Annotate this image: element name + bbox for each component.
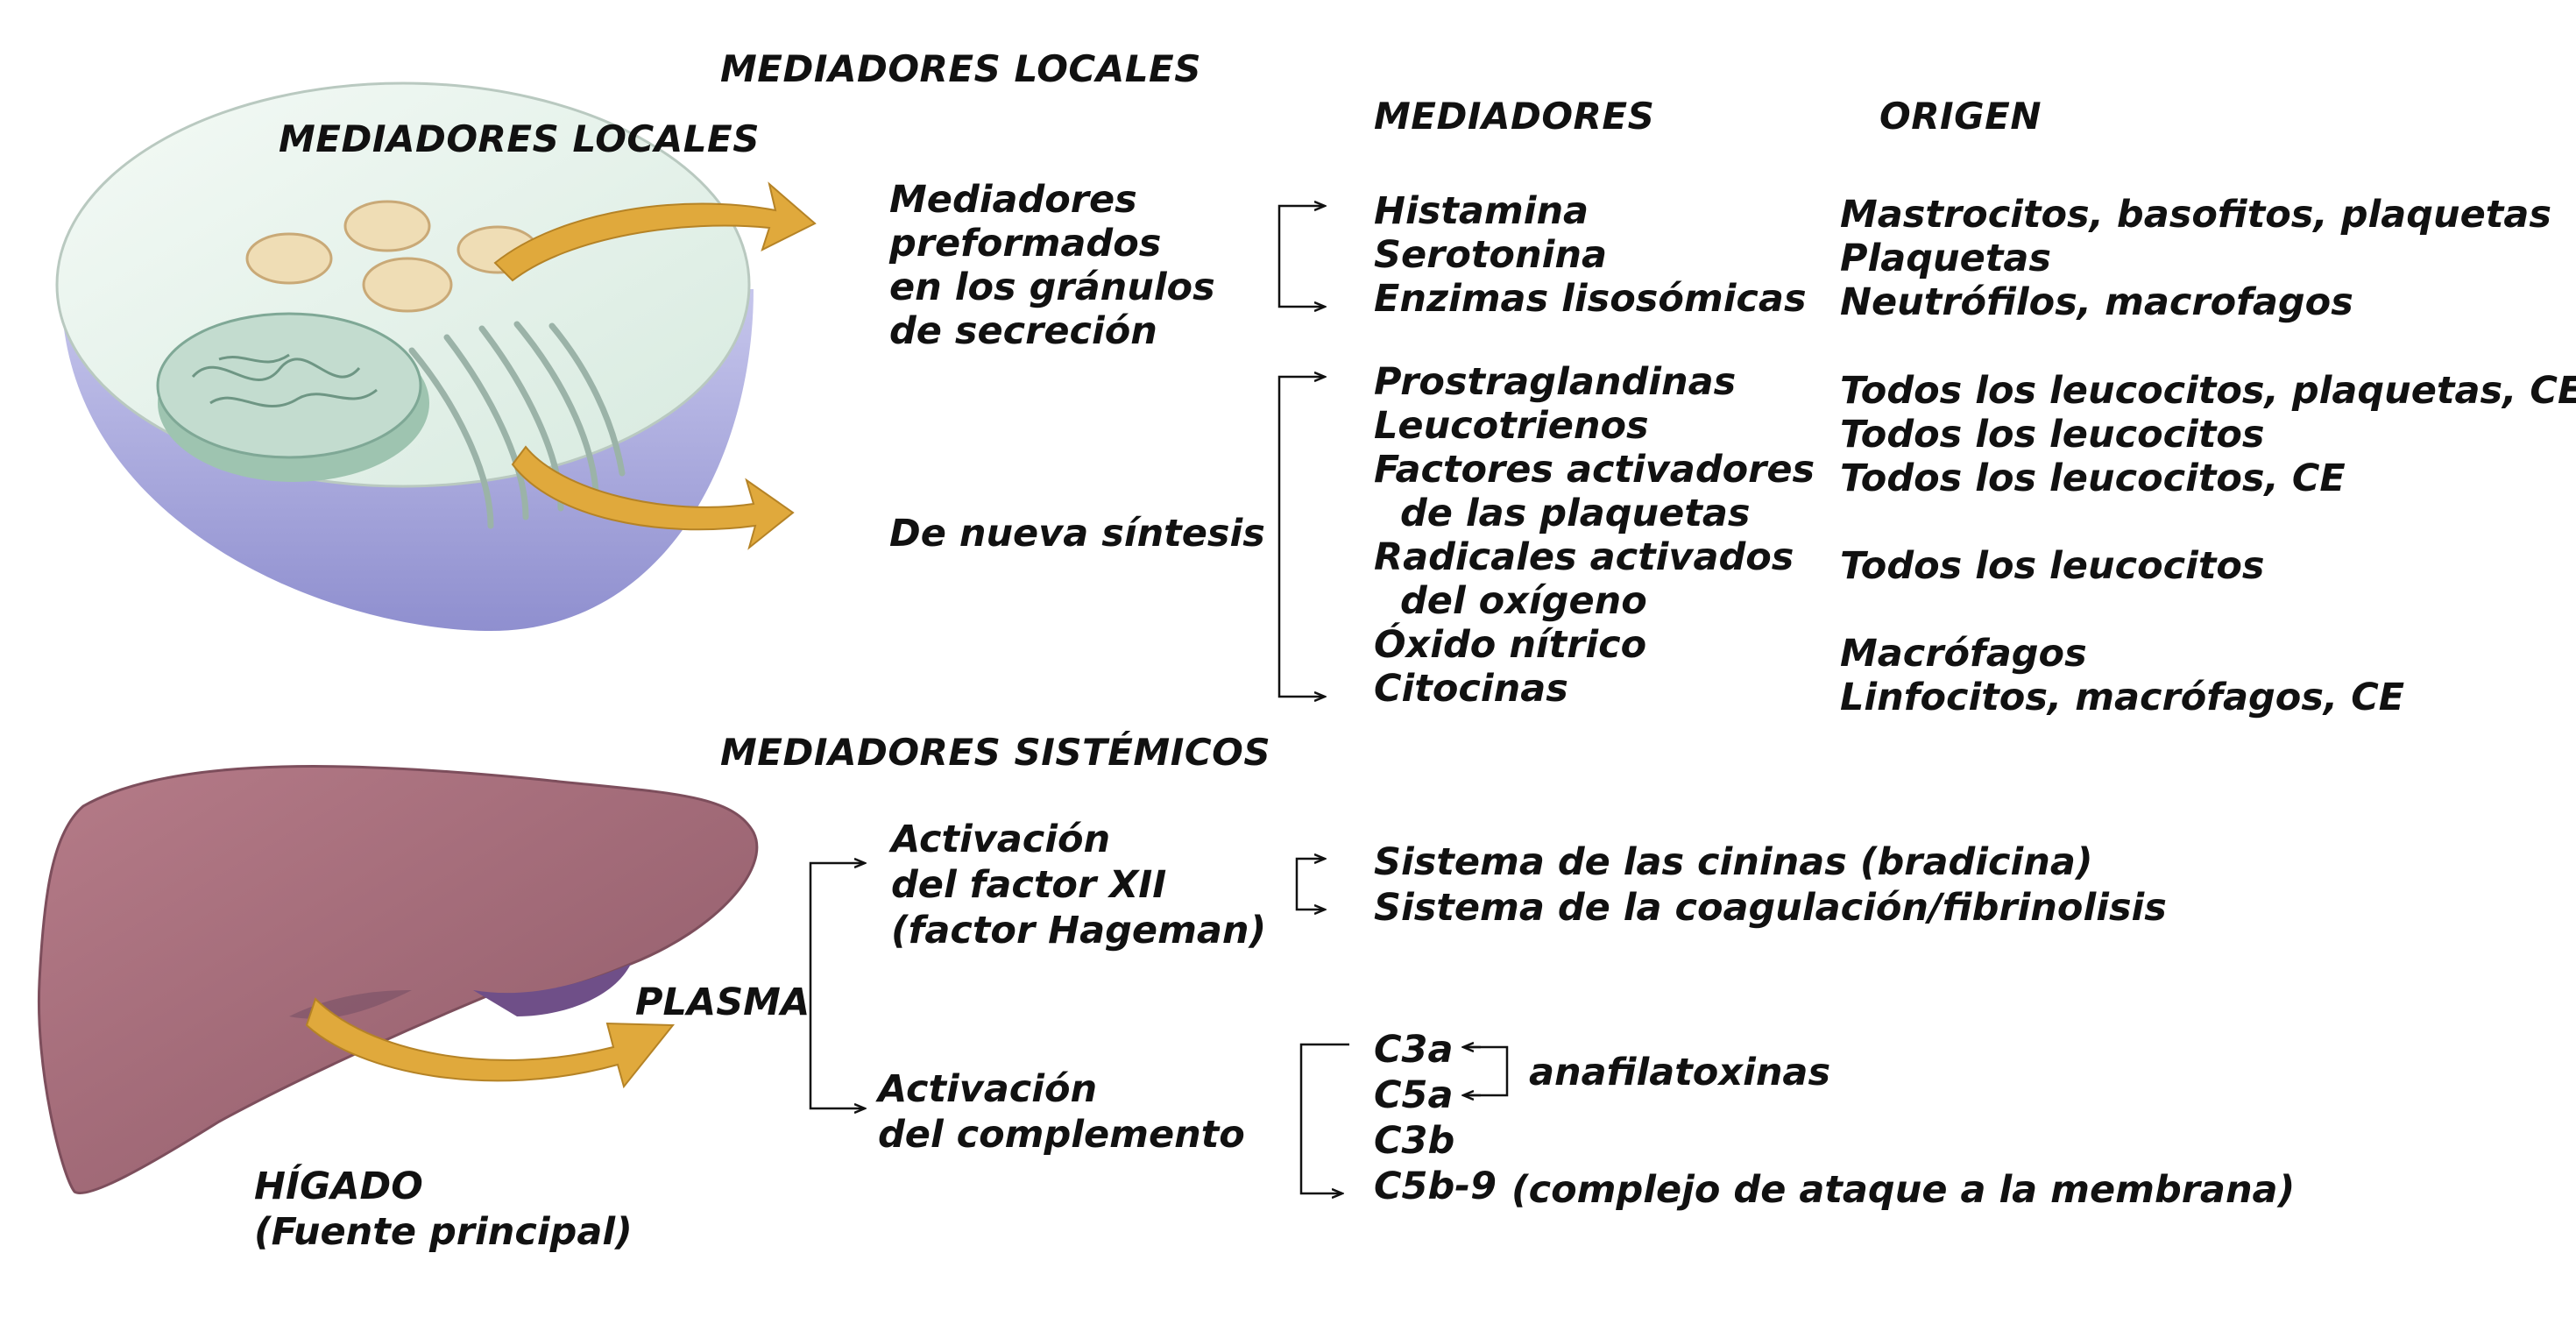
origin-item: Neutrófilos, macrofagos: [1840, 280, 2353, 324]
mediator-item: Óxido nítrico: [1374, 623, 1647, 667]
bracket-factor-xii: [1295, 857, 1323, 911]
mediator-item: Histamina: [1374, 189, 1589, 233]
complement-line: Activación: [878, 1067, 1098, 1111]
plasma-label: PLASMA: [635, 981, 810, 1024]
factor-xii-line: Activación: [891, 818, 1111, 861]
systemic-heading: MEDIADORES SISTÉMICOS: [720, 731, 1271, 774]
mediator-item: Citocinas: [1374, 667, 1568, 711]
liver-illustration: [37, 765, 759, 1194]
kinin-system: Sistema de las cininas (bradicina): [1374, 840, 2093, 884]
nucleus-icon: [156, 312, 429, 482]
origin-item: Todos los leucocitos: [1840, 544, 2265, 588]
coagulation-system: Sistema de la coagulación/fibrinolisis: [1374, 886, 2167, 930]
mediator-item: Leucotrienos: [1374, 404, 1649, 448]
cell-illustration: [55, 81, 817, 631]
bracket-plasma: [809, 861, 863, 1110]
complement-item: C5a: [1374, 1073, 1454, 1117]
preformed-label-line: preformados: [889, 222, 1162, 266]
mediator-item: de las plaquetas: [1400, 492, 1751, 535]
top-title: MEDIADORES LOCALES: [720, 47, 1201, 90]
origin-item: Mastrocitos, basofitos, plaquetas: [1840, 193, 2551, 237]
arrow-liver-to-plasma: [305, 997, 676, 1089]
cell-label: MEDIADORES LOCALES: [279, 117, 760, 160]
arrow-granules-to-preformed: [493, 181, 817, 282]
complement-item: C3b: [1374, 1119, 1455, 1163]
connector-lines: [809, 204, 1509, 1195]
preformed-label-line: de secreción: [889, 309, 1157, 353]
origin-item: Todos los leucocitos, plaquetas, CE: [1840, 369, 2576, 413]
mediator-item: del oxígeno: [1400, 579, 1647, 623]
column-header-origen: ORIGEN: [1879, 95, 2042, 138]
complement-item: C5b-9: [1374, 1165, 1497, 1208]
bracket-complement: [1299, 1043, 1349, 1195]
origin-item: Todos los leucocitos: [1840, 413, 2265, 457]
preformed-label-line: Mediadores: [889, 178, 1137, 222]
new-synthesis-label: De nueva síntesis: [889, 512, 1265, 556]
golgi-icon: [408, 321, 626, 529]
origin-item: Linfocitos, macrófagos, CE: [1840, 676, 2405, 719]
column-header-mediadores: MEDIADORES: [1374, 95, 1655, 138]
origin-item: Plaquetas: [1840, 237, 2051, 280]
mediator-item: Serotonina: [1374, 233, 1607, 277]
secretory-granules-icon: [245, 200, 539, 313]
anaphylatoxins-label: anafilatoxinas: [1529, 1051, 1831, 1094]
preformed-label-line: en los gránulos: [889, 266, 1215, 309]
complement-item: C3a: [1374, 1028, 1454, 1072]
liver-label-line: HÍGADO: [254, 1165, 423, 1208]
bracket-anaphylatoxins: [1465, 1045, 1509, 1097]
mediator-item: Factores activadores: [1374, 448, 1815, 492]
mediator-item: Radicales activados: [1374, 535, 1794, 579]
origin-item: Todos los leucocitos, CE: [1840, 457, 2346, 500]
mac-label: (complejo de ataque a la membrana): [1511, 1168, 2296, 1212]
arrow-golgi-to-new-synthesis: [511, 445, 795, 550]
bracket-new-synthesis: [1277, 375, 1323, 698]
bracket-preformed: [1277, 204, 1323, 308]
factor-xii-line: (factor Hageman): [891, 909, 1267, 952]
complement-line: del complemento: [878, 1113, 1245, 1157]
factor-xii-line: del factor XII: [891, 863, 1167, 907]
mediator-item: Prostraglandinas: [1374, 360, 1737, 404]
mediator-item: Enzimas lisosómicas: [1374, 277, 1807, 321]
liver-label-line: (Fuente principal): [254, 1210, 633, 1254]
origin-item: Macrófagos: [1840, 632, 2087, 676]
